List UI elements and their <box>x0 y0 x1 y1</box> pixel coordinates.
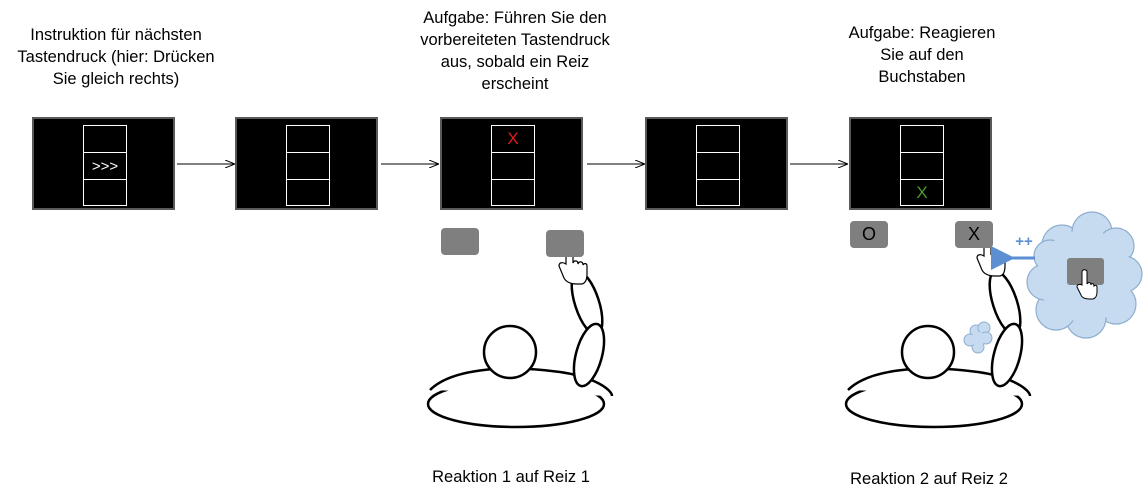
caption-reaction-2: Reaktion 2 auf Reiz 2 <box>850 470 1008 488</box>
left-key-o[interactable]: O <box>850 221 888 248</box>
anticipation-label: ++ <box>1015 233 1033 250</box>
forearm-1 <box>572 322 606 388</box>
caption-task-prepared: Aufgabe: Führen Sie den vorbereiteten Ta… <box>420 9 610 93</box>
forearm-2 <box>990 322 1024 388</box>
caption-instruction: Instruktion für nächsten Tastendruck (hi… <box>17 26 215 88</box>
person-figure-2 <box>844 270 1032 429</box>
screen-5-stimulus: X <box>849 117 992 210</box>
person-figure-1 <box>426 270 614 429</box>
head-1 <box>482 324 538 380</box>
instruction-arrows: >>> <box>91 158 119 175</box>
screen-2-blank <box>235 117 378 210</box>
head-2 <box>900 324 956 380</box>
stimulus-letter-red: X <box>507 129 519 148</box>
stimulus-grid: >>> <box>83 125 127 206</box>
stimulus-grid <box>696 125 740 206</box>
pointing-hand-icon-imagined <box>1076 269 1098 300</box>
body-arc-2 <box>847 367 1032 397</box>
screen-4-blank <box>645 117 788 210</box>
screen-1-instruction: >>> <box>32 117 175 210</box>
caption-reaction-1: Reaktion 1 auf Reiz 1 <box>432 468 590 486</box>
stimulus-grid: X <box>900 125 944 206</box>
left-key-1[interactable] <box>441 228 479 255</box>
right-key-1[interactable] <box>546 230 584 257</box>
stimulus-letter-green: X <box>916 183 928 202</box>
caption-task-react: Aufgabe: Reagieren Sie auf den Buchstabe… <box>848 24 996 86</box>
screen-3-stimulus: X <box>440 117 583 210</box>
body-arc-1 <box>429 367 614 397</box>
stimulus-grid <box>286 125 330 206</box>
stimulus-grid: X <box>491 125 535 206</box>
right-key-x[interactable]: X <box>955 221 993 248</box>
small-thought-cloud <box>963 321 993 354</box>
